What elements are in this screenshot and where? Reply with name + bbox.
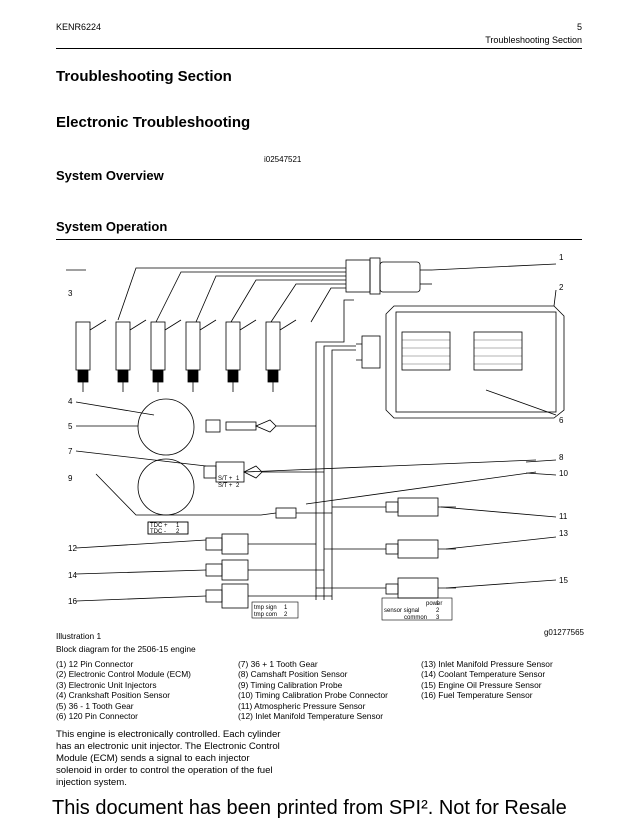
body-paragraph: This engine is electronically controlled… [56,729,281,789]
legend-item: (5) 36 - 1 Tooth Gear [56,700,134,711]
st-plus-label: S/T + [218,476,233,482]
legend-column-2: (7) 36 + 1 Tooth Gear (8) Camshaft Posit… [238,659,388,721]
callout-12: 12 [68,544,77,553]
subtopic-title: System Operation [56,219,168,234]
callout-15: 15 [559,576,568,585]
sensor-box: power 1 sensor signal 2 common 3 [381,597,453,621]
section-label: Troubleshooting Section [485,35,582,45]
tmp-box: tmp sign 1 tmp com 2 [251,601,299,619]
callout-2: 2 [559,283,564,292]
legend-column-1: (1) 12 Pin Connector (2) Electronic Cont… [56,659,191,721]
illustration-description: Block diagram for the 2506-15 engine [56,644,196,654]
tmp-sign-label: tmp sign [254,605,277,611]
tmp-sign-pin: 1 [284,605,288,611]
diagram-top-rule [56,239,582,240]
callout-8: 8 [559,453,564,462]
body-line: This engine is electronically controlled… [56,729,281,740]
tmp-com-label: tmp com [254,612,277,618]
legend-item: (13) Inlet Manifold Pressure Sensor [421,659,553,669]
page-title: Troubleshooting Section [56,68,232,85]
callout-1: 1 [559,253,564,262]
common-pin: 3 [436,615,440,621]
legend-item: (12) Inlet Manifold Temperature Sensor [238,711,384,722]
callout-7: 7 [68,447,73,456]
block-diagram: TDC + 1 TDC - 2 S/T + 1 S/T + 2 tmp sign… [66,253,568,621]
topic-title: System Overview [56,168,164,183]
callout-4: 4 [68,397,73,406]
callout-11: 11 [559,512,568,521]
legend-item: (7) 36 + 1 Tooth Gear [238,659,318,669]
doc-id: KENR6224 [56,22,102,32]
legend-item: (6) 120 Pin Connector [56,711,138,722]
common-label: common [404,615,427,621]
page-number: 5 [576,22,582,32]
callout-6: 6 [559,416,564,425]
legend-item: (15) Engine Oil Pressure Sensor [421,679,542,690]
illustration-title: Illustration 1 [56,631,102,641]
tdc-minus-label: TDC - [150,529,166,535]
callout-9: 9 [68,474,73,483]
callout-16: 16 [68,597,77,606]
callout-10: 10 [559,469,568,478]
tdc-box: TDC + 1 TDC - 2 [147,521,189,535]
tmp-com-pin: 2 [284,612,288,618]
sensor-signal-label: sensor signal [384,608,419,614]
legend-item: (3) Electronic Unit Injectors [56,679,157,690]
body-line: has an electronic unit injector. The Ele… [56,741,280,752]
sensor-signal-pin: 2 [436,608,440,614]
power-label: power [426,601,442,607]
st-box: S/T + 1 S/T + 2 [218,476,240,489]
legend-item: (11) Atmospheric Pressure Sensor [238,700,366,711]
tdc-plus-label: TDC + [150,523,168,529]
callout-13: 13 [559,529,568,538]
tdc-plus-pin: 1 [176,523,180,529]
power-pin: 1 [436,601,440,607]
header-rule [56,48,582,49]
legend-item: (8) Camshaft Position Sensor [238,669,348,680]
legend-column-3: (13) Inlet Manifold Pressure Sensor (14)… [421,659,553,701]
legend-item: (10) Timing Calibration Probe Connector [238,690,388,701]
subsection-title: Electronic Troubleshooting [56,114,251,131]
callout-14: 14 [68,571,77,580]
legend-item: (4) Crankshaft Position Sensor [56,690,171,701]
st-minus-pin: 2 [236,483,240,489]
st-minus-label: S/T + [218,483,233,489]
resale-footer: This document has been printed from SPI²… [52,797,567,819]
callout-5: 5 [68,422,73,431]
body-line: solenoid in order to control the operati… [56,765,273,776]
body-line: Module (ECM) sends a signal to each inje… [56,753,250,764]
legend-item: (2) Electronic Control Module (ECM) [56,669,191,680]
legend-item: (14) Coolant Temperature Sensor [421,669,546,680]
legend-item: (9) Timing Calibration Probe [238,679,343,690]
tdc-minus-pin: 2 [176,529,180,535]
legend-item: (16) Fuel Temperature Sensor [421,690,533,701]
reference-code: i02547521 [264,155,302,164]
illustration-ref: g01277565 [543,628,584,637]
legend-item: (1) 12 Pin Connector [56,659,134,669]
callout-3: 3 [68,289,73,298]
body-line: injection system. [56,777,127,788]
st-plus-pin: 1 [236,476,240,482]
